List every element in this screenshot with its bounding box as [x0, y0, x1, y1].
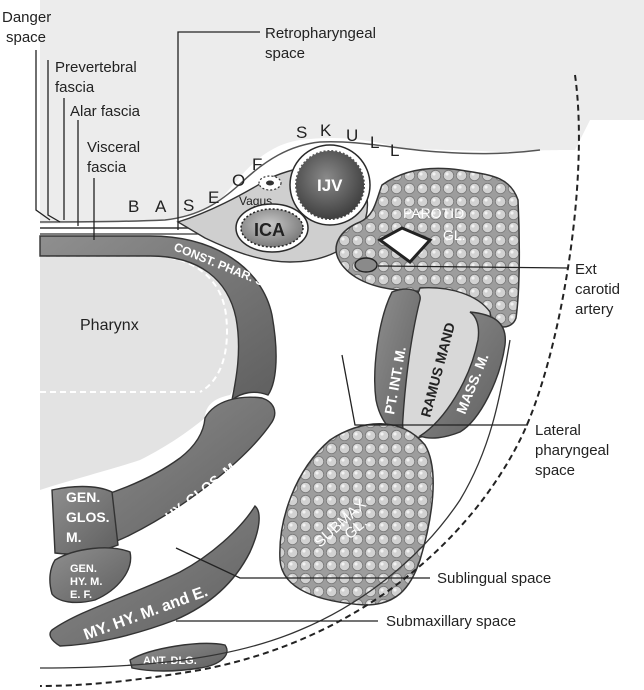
lateral-pharyngeal-label: space — [535, 462, 575, 479]
gen-glos-label-1: GEN. — [66, 489, 100, 505]
parotid-label-2: GL. — [443, 227, 466, 243]
danger-space-label: Danger — [2, 9, 51, 26]
skull-letter: S — [296, 123, 308, 142]
ext-carotid-vessel — [355, 258, 377, 272]
skull-letter: E — [208, 188, 220, 207]
vagus-inner — [266, 181, 274, 186]
gen-hy-label-1: GEN. — [70, 563, 97, 575]
ext-carotid-label: carotid — [575, 281, 620, 298]
skull-letter: L — [390, 141, 400, 160]
gen-hy-label-3: E. F. — [70, 589, 92, 601]
skull-letter: O — [232, 171, 246, 190]
prevertebral-fascia-label: fascia — [55, 79, 95, 96]
prevertebral-fascia-label: Prevertebral — [55, 59, 137, 76]
skull-letter: B — [128, 197, 140, 216]
gen-glos-label-2: GLOS. — [66, 509, 110, 525]
visceral-fascia-label: fascia — [87, 159, 127, 176]
lateral-pharyngeal-label: pharyngeal — [535, 442, 609, 459]
submaxillary-label: Submaxillary space — [386, 613, 516, 630]
skull-letter: U — [346, 126, 359, 145]
ext-carotid-label: artery — [575, 301, 614, 318]
alar-fascia-label: Alar fascia — [70, 103, 141, 120]
danger-space-label: space — [6, 29, 46, 46]
retropharyngeal-label: space — [265, 45, 305, 62]
gen-glos-label-3: M. — [66, 529, 82, 545]
skull-letter: L — [370, 133, 380, 152]
visceral-fascia-label: Visceral — [87, 139, 140, 156]
skull-letter: F — [252, 155, 263, 174]
sublingual-label: Sublingual space — [437, 570, 551, 587]
lateral-pharyngeal-label: Lateral — [535, 422, 581, 439]
ijv-label: IJV — [317, 176, 343, 195]
skull-letter: S — [183, 196, 195, 215]
retropharyngeal-label: Retropharyngeal — [265, 25, 376, 42]
ext-carotid-label: Ext — [575, 261, 598, 278]
skull-letter: K — [320, 121, 332, 140]
ica-label: ICA — [254, 220, 285, 240]
gen-hy-label-2: HY. M. — [70, 576, 102, 588]
pharynx-label: Pharynx — [80, 317, 139, 334]
skull-letter: A — [155, 197, 167, 216]
parotid-label-1: PAROTID — [403, 205, 464, 221]
